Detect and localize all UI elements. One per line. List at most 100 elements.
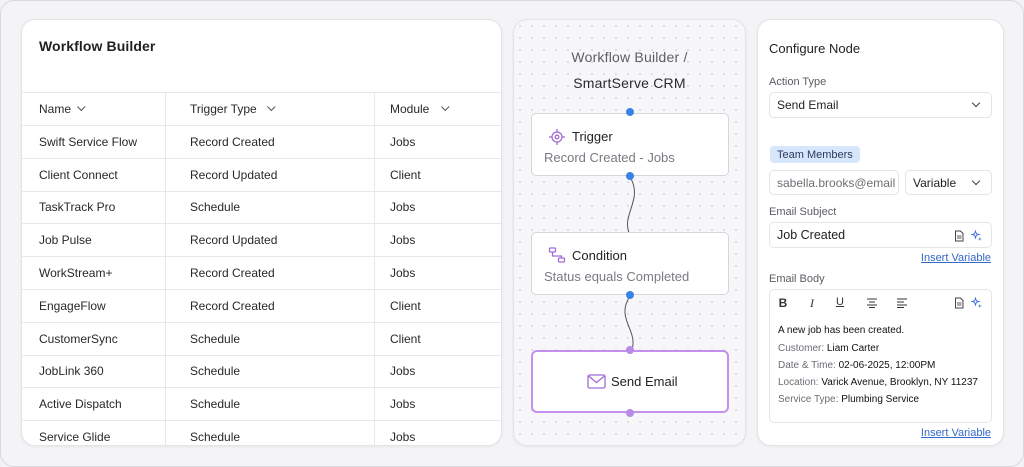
body-datetime: Date & Time: 02-06-2025, 12:00PM <box>778 360 936 371</box>
table-row[interactable]: Client Connect Record Updated Client <box>22 157 501 191</box>
node-title: Condition <box>572 248 627 263</box>
table-row[interactable]: TaskTrack Pro Schedule Jobs <box>22 190 501 224</box>
condition-node[interactable]: Condition Status equals Completed <box>531 232 729 295</box>
cell-module: Jobs <box>390 200 416 215</box>
cell-module: Jobs <box>390 397 416 412</box>
node-subtitle: Status equals Completed <box>544 269 690 284</box>
node-handle[interactable] <box>626 409 634 417</box>
cell-trigger-type: Record Created <box>190 134 275 149</box>
cell-trigger-type: Record Created <box>190 266 275 281</box>
workflow-canvas[interactable]: Workflow Builder / SmartServe CRM Trigge… <box>513 19 746 446</box>
table-row[interactable]: Swift Service Flow Record Created Jobs <box>22 125 501 158</box>
column-divider <box>374 92 375 445</box>
cell-trigger-type: Schedule <box>190 200 241 215</box>
node-handle[interactable] <box>626 291 634 299</box>
workflow-list-panel: Workflow Builder Name Trigger Type Modul… <box>21 19 502 446</box>
chevron-down-icon <box>971 176 981 185</box>
table-row[interactable]: EngageFlow Record Created Client <box>22 288 501 322</box>
canvas-subtitle: SmartServe CRM <box>573 75 686 91</box>
table-row[interactable]: WorkStream+ Record Created Jobs <box>22 256 501 289</box>
cell-module: Client <box>390 298 421 313</box>
team-members-chip[interactable]: Team Members <box>770 146 860 163</box>
cell-name: Active Dispatch <box>39 397 122 412</box>
node-title: Send Email <box>611 374 678 389</box>
italic-button[interactable]: I <box>810 296 814 310</box>
cell-name: CustomerSync <box>39 331 118 346</box>
table-header: Name Trigger Type Module <box>22 92 501 125</box>
target-icon <box>549 129 565 145</box>
panel-title: Workflow Builder <box>39 38 156 54</box>
action-type-label: Action Type <box>769 76 827 88</box>
cell-name: WorkStream+ <box>39 266 113 281</box>
table-row[interactable]: Service Glide Schedule Jobs <box>22 420 501 445</box>
workflow-table: Name Trigger Type Module Swift Service F… <box>22 92 501 445</box>
column-header-trigger-type[interactable]: Trigger Type <box>190 93 375 125</box>
node-handle[interactable] <box>626 172 634 180</box>
document-icon[interactable] <box>953 230 965 242</box>
mail-icon <box>587 374 606 389</box>
cell-trigger-type: Schedule <box>190 397 241 412</box>
body-service-type: Service Type: Plumbing Service <box>778 394 919 405</box>
document-icon[interactable] <box>953 297 965 309</box>
cell-module: Client <box>390 167 421 182</box>
body-intro: A new job has been created. <box>778 325 905 336</box>
trigger-node[interactable]: Trigger Record Created - Jobs <box>531 113 729 176</box>
column-divider <box>165 92 166 445</box>
table-row[interactable]: Active Dispatch Schedule Jobs <box>22 387 501 420</box>
align-center-icon[interactable] <box>866 298 878 308</box>
cell-name: EngageFlow <box>39 298 106 313</box>
cell-name: Service Glide <box>39 430 111 445</box>
email-subject-input[interactable]: Job Created <box>769 222 992 248</box>
email-body-label: Email Body <box>769 273 825 285</box>
chevron-down-icon <box>971 98 981 108</box>
chevron-down-icon <box>77 102 86 112</box>
cell-module: Jobs <box>390 266 416 281</box>
node-handle[interactable] <box>626 346 634 354</box>
cell-name: Swift Service Flow <box>39 134 138 149</box>
cell-name: JobLink 360 <box>39 364 104 379</box>
configure-node-panel: Configure Node Action Type Send Email Te… <box>757 19 1004 446</box>
cell-module: Jobs <box>390 233 416 248</box>
cell-trigger-type: Schedule <box>190 331 241 346</box>
table-row[interactable]: Job Pulse Record Updated Jobs <box>22 223 501 256</box>
underline-button[interactable]: U <box>836 296 844 308</box>
align-left-icon[interactable] <box>896 298 908 308</box>
canvas-title: Workflow Builder / <box>571 49 688 65</box>
action-type-select[interactable]: Send Email <box>769 92 992 118</box>
sparkle-icon[interactable] <box>971 230 983 242</box>
cell-trigger-type: Record Created <box>190 298 275 313</box>
bold-button[interactable]: B <box>778 296 788 310</box>
column-header-name[interactable]: Name <box>39 93 165 125</box>
recipient-email-input[interactable]: sabella.brooks@email <box>769 170 899 195</box>
table-row[interactable]: CustomerSync Schedule Client <box>22 321 501 355</box>
insert-variable-link[interactable]: Insert Variable <box>920 427 991 439</box>
node-subtitle: Record Created - Jobs <box>544 150 675 165</box>
node-handle[interactable] <box>626 108 634 116</box>
cell-name: Job Pulse <box>39 233 92 248</box>
cell-trigger-type: Schedule <box>190 364 241 379</box>
branch-icon <box>548 247 566 263</box>
sparkle-icon[interactable] <box>971 297 983 309</box>
cell-module: Client <box>390 331 421 346</box>
node-title: Trigger <box>572 129 613 144</box>
cell-name: Client Connect <box>39 167 118 182</box>
chevron-down-icon <box>266 102 276 112</box>
cell-module: Jobs <box>390 364 416 379</box>
body-customer: Customer: Liam Carter <box>778 343 880 354</box>
cell-module: Jobs <box>390 430 416 445</box>
panel-title: Configure Node <box>769 41 861 56</box>
cell-module: Jobs <box>390 134 416 149</box>
chevron-down-icon <box>441 102 450 112</box>
cell-trigger-type: Schedule <box>190 430 241 445</box>
cell-trigger-type: Record Updated <box>190 167 278 182</box>
cell-name: TaskTrack Pro <box>39 200 116 215</box>
send-email-node[interactable]: Send Email <box>531 350 729 413</box>
insert-variable-link[interactable]: Insert Variable <box>920 252 991 264</box>
column-header-module[interactable]: Module <box>390 93 490 125</box>
body-location: Location: Varick Avenue, Brooklyn, NY 11… <box>778 377 978 388</box>
variable-select[interactable]: Variable <box>905 170 992 195</box>
email-subject-label: Email Subject <box>769 206 837 218</box>
email-body-editor[interactable]: B I U A new job has been created. Custom… <box>769 289 992 423</box>
cell-trigger-type: Record Updated <box>190 233 278 248</box>
table-row[interactable]: JobLink 360 Schedule Jobs <box>22 354 501 388</box>
